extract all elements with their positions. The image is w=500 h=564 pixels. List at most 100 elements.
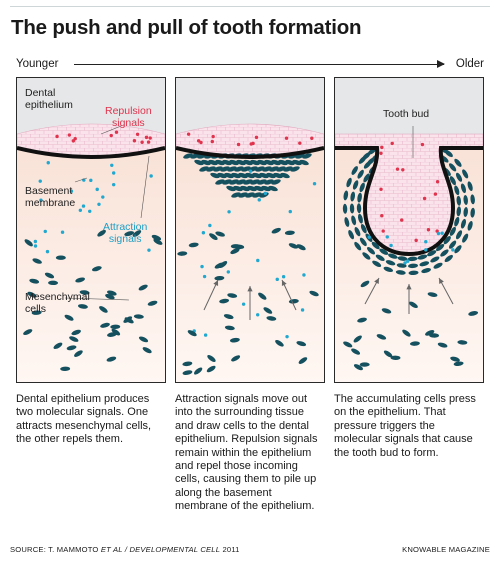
piled-mesenchymal-cell: [276, 166, 286, 172]
mesenchymal-cell: [55, 255, 66, 260]
mesenchymal-cell: [187, 330, 197, 337]
piled-mesenchymal-cell: [266, 172, 276, 179]
repulsion-signal: [400, 218, 404, 222]
mesenchymal-cell: [106, 356, 117, 362]
mesenchymal-cell: [138, 284, 148, 291]
condensed-mesenchymal-cell: [463, 207, 468, 217]
mesenchymal-cell: [64, 314, 74, 321]
attraction-signal: [110, 163, 114, 167]
condensed-mesenchymal-cell: [454, 158, 462, 167]
condensed-mesenchymal-cell: [395, 270, 406, 275]
repulsion-signal: [199, 140, 203, 145]
condensed-mesenchymal-cell: [363, 173, 370, 183]
condensed-mesenchymal-cell: [344, 217, 350, 227]
piled-mesenchymal-cell: [271, 159, 281, 166]
basement-membrane: [17, 146, 165, 159]
condensed-mesenchymal-cell: [356, 203, 362, 214]
attraction-signal: [200, 264, 204, 269]
mesenchymal-cell: [32, 258, 42, 264]
mesenchymal-cell: [429, 333, 440, 338]
repulsion-signal: [310, 136, 314, 140]
mesenchymal-cell: [275, 339, 284, 347]
mesenchymal-cell: [357, 317, 367, 323]
piled-mesenchymal-cell: [206, 166, 216, 172]
piled-mesenchymal-cell: [229, 159, 239, 166]
mesenchymal-cell: [381, 308, 392, 314]
mesenchymal-cell: [457, 340, 468, 345]
caption-stage-3: The accumulating cells press on the epit…: [334, 393, 476, 459]
condensed-mesenchymal-cell: [357, 169, 364, 179]
piled-mesenchymal-cell: [213, 166, 223, 172]
attraction-signal: [227, 210, 231, 214]
piled-mesenchymal-cell: [208, 159, 218, 166]
mesenchymal-cell: [97, 229, 106, 237]
attraction-signal: [255, 313, 260, 317]
piled-mesenchymal-cell: [238, 172, 248, 179]
piled-mesenchymal-cell: [215, 179, 225, 185]
piled-mesenchymal-cell: [259, 172, 269, 179]
condensed-mesenchymal-cell: [343, 190, 349, 201]
mesenchymal-cell: [177, 251, 188, 256]
timeline-arrow-line: [74, 64, 444, 65]
condensed-mesenchymal-cell: [454, 216, 460, 227]
repulsion-signal: [55, 134, 59, 139]
condensed-mesenchymal-cell: [449, 226, 456, 236]
mesenchymal-cell: [24, 239, 33, 247]
condensed-mesenchymal-cell: [462, 233, 469, 243]
condensed-mesenchymal-cell: [360, 224, 367, 234]
mesenchymal-cell: [147, 300, 158, 306]
mesenchymal-cell: [234, 244, 245, 250]
repulsion-signal: [414, 238, 418, 243]
piled-mesenchymal-cell: [190, 153, 200, 159]
piled-mesenchymal-cell: [226, 185, 236, 192]
attraction-signal: [436, 231, 441, 236]
attraction-signal: [275, 277, 279, 282]
timeline-arrow-head: [437, 60, 445, 68]
mesenchymal-cell: [77, 304, 88, 309]
attraction-signal: [39, 198, 43, 202]
timeline-end-label: Older: [455, 58, 484, 70]
attraction-signal: [451, 248, 455, 252]
background-top: [335, 78, 483, 134]
label-tooth-bud: Tooth bud: [383, 108, 430, 120]
condensed-mesenchymal-cell: [372, 260, 382, 267]
piled-mesenchymal-cell: [243, 159, 253, 166]
repulsion-signal: [395, 167, 400, 171]
attraction-signal: [33, 244, 38, 248]
piled-mesenchymal-cell: [183, 153, 193, 159]
condensed-mesenchymal-cell: [435, 243, 445, 252]
piled-mesenchymal-cell: [220, 166, 230, 172]
condensed-mesenchymal-cell: [444, 254, 453, 263]
attraction-signal: [46, 161, 50, 165]
mesenchymal-cell: [207, 355, 216, 362]
mesenchymal-cell: [298, 357, 308, 364]
mesenchymal-cell: [100, 322, 110, 328]
piled-mesenchymal-cell: [201, 159, 211, 166]
mesenchymal-cell: [123, 316, 133, 323]
mesenchymal-cell: [111, 328, 121, 336]
piled-mesenchymal-cell: [262, 166, 272, 172]
condensed-mesenchymal-cell: [375, 254, 385, 261]
repulsion-signal: [148, 136, 152, 140]
movement-arrow-head: [406, 284, 412, 290]
mesenchymal-cell: [188, 242, 199, 248]
attraction-signal: [424, 248, 428, 252]
piled-mesenchymal-cell: [280, 172, 290, 179]
condensed-mesenchymal-cell: [357, 192, 362, 203]
source-credit: SOURCE: T. MAMMOTO ET AL / DEVELOPMENTAL…: [10, 545, 240, 554]
piled-mesenchymal-cell: [299, 159, 309, 166]
mesenchymal-cell: [142, 347, 152, 354]
background-top: [176, 78, 324, 138]
piled-mesenchymal-cell: [222, 159, 232, 166]
mesenchymal-cell: [263, 307, 273, 314]
condensed-mesenchymal-cell: [456, 206, 461, 217]
condensed-mesenchymal-cell: [455, 172, 463, 182]
attraction-signal: [201, 231, 206, 235]
piled-mesenchymal-cell: [290, 166, 300, 172]
page-title: The push and pull of tooth formation: [11, 16, 362, 39]
condensed-mesenchymal-cell: [443, 236, 451, 245]
piled-mesenchymal-cell: [278, 159, 288, 166]
condensed-mesenchymal-cell: [363, 160, 372, 169]
caption-stage-1: Dental epithelium produces two molecular…: [16, 393, 152, 446]
condensed-mesenchymal-cell: [408, 270, 419, 276]
